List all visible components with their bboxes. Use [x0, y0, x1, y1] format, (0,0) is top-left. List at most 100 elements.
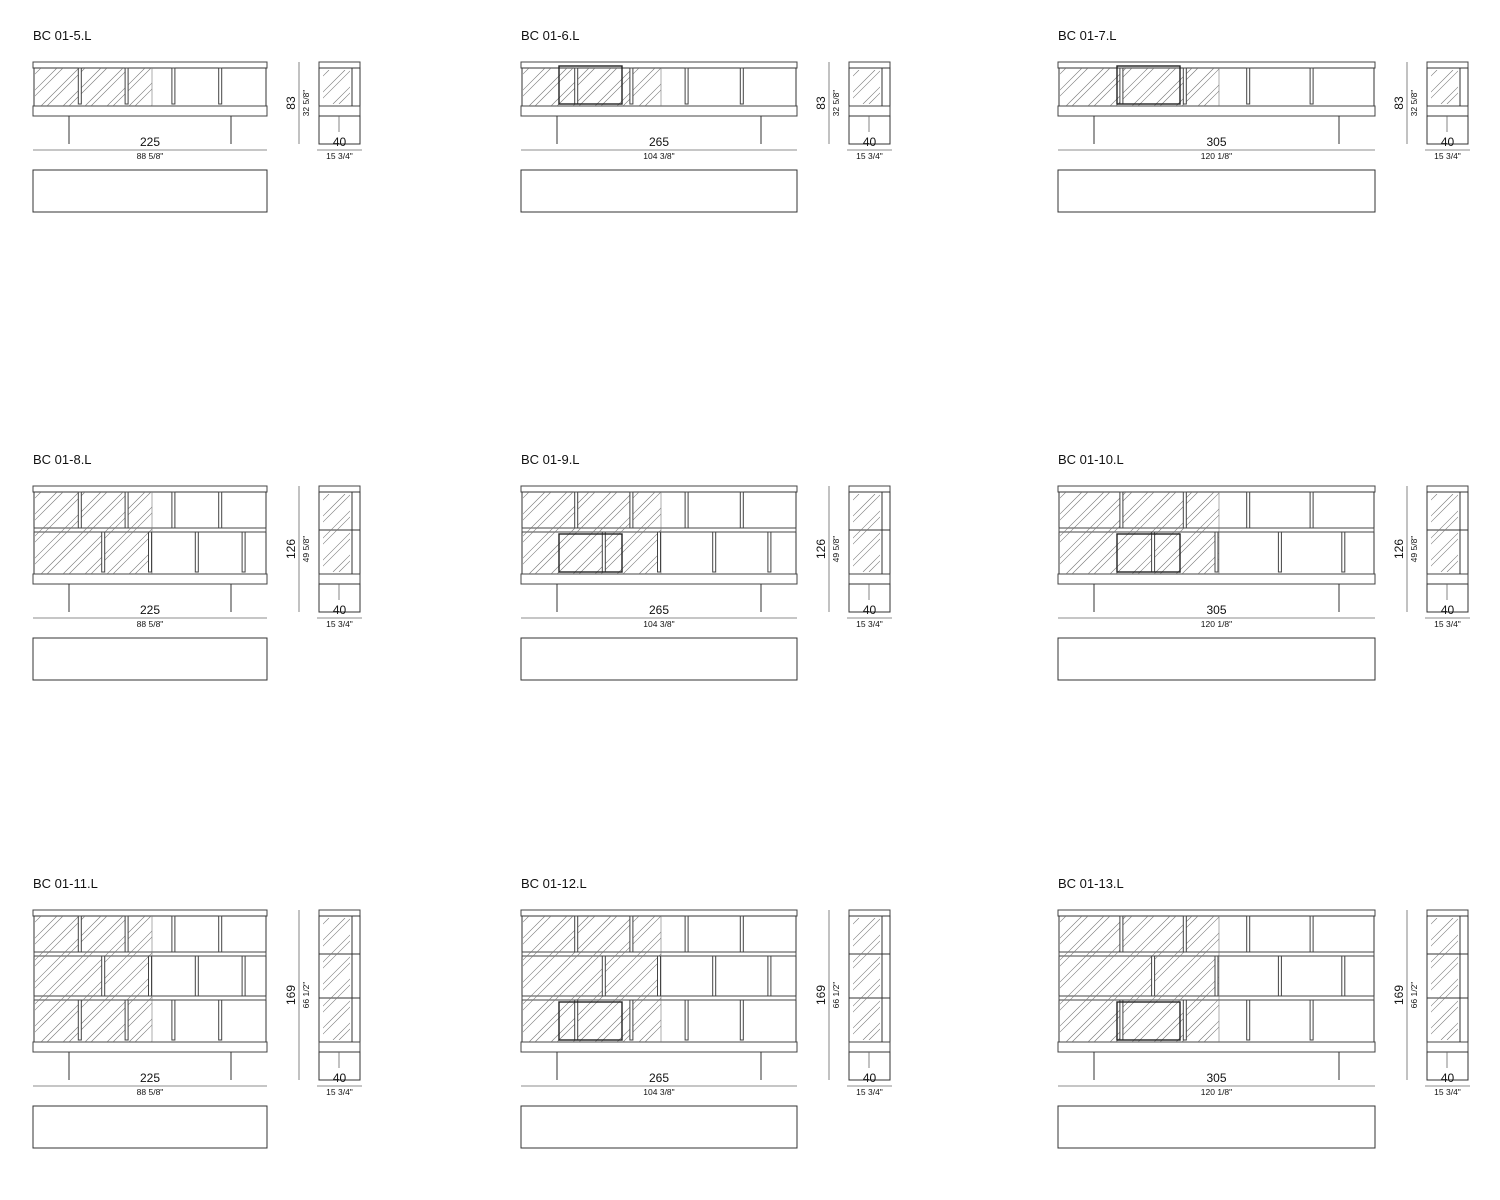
glass-line [578, 68, 618, 106]
glass-line [523, 916, 574, 967]
glass-line [323, 1006, 350, 1035]
model-label: BC 01-10.L [1058, 452, 1124, 467]
side-view [318, 485, 505, 613]
glass-line [1264, 916, 1390, 1042]
glass-line [35, 492, 36, 493]
glass-line [150, 1040, 152, 1042]
glass-line [128, 1018, 152, 1042]
width-cm: 305 [1206, 135, 1226, 149]
height-cm: 83 [814, 96, 828, 110]
top-slab [32, 61, 268, 69]
top-view [32, 169, 268, 213]
glass-line [1131, 954, 1219, 1042]
glass-line [1491, 918, 1500, 1040]
width-cm: 225 [140, 1071, 160, 1085]
glass-hatch [323, 494, 505, 572]
glass-line [40, 68, 80, 106]
glass-line [1226, 916, 1352, 1042]
glass-line [35, 916, 36, 917]
width-dimension: 225 88 5/8" [33, 1071, 267, 1097]
glass-line [128, 82, 152, 106]
glass-hatch [853, 918, 1117, 1040]
glass-line [853, 918, 876, 941]
divider [1277, 955, 1282, 997]
glass-line [383, 70, 417, 104]
side-body [848, 491, 891, 575]
glass-line [1431, 962, 1458, 991]
divider [124, 999, 129, 1041]
glass-hatch [35, 916, 393, 1042]
glass-line [35, 916, 102, 983]
glass-line [957, 494, 1035, 572]
glass-line [427, 494, 505, 572]
glass-line [1060, 916, 1133, 989]
glass-line [1181, 536, 1219, 574]
side-leg-box [318, 1051, 361, 1081]
base-slab [32, 1041, 268, 1053]
top-view [1057, 169, 1376, 213]
glass-line [1087, 916, 1215, 1042]
side-leg-box [318, 115, 361, 145]
glass-line [594, 507, 661, 574]
divider [601, 955, 606, 997]
glass-line [1181, 1004, 1219, 1042]
glass-line [1060, 916, 1177, 1033]
side-top [848, 909, 891, 917]
cabinet-body [1058, 67, 1375, 107]
door-frame [558, 65, 623, 105]
glass-line [399, 494, 477, 572]
side-view [848, 61, 891, 145]
side-top [848, 485, 891, 493]
glass-line [951, 494, 1029, 572]
glass-line [1060, 916, 1105, 961]
depth-in: 15 3/4" [1434, 151, 1461, 161]
height-in: 32 5/8" [1409, 90, 1419, 117]
glass-line [68, 958, 152, 1042]
depth-cm: 40 [333, 1071, 347, 1085]
side-base [848, 105, 891, 117]
glass-line [1431, 1006, 1458, 1035]
glass-line [90, 68, 130, 106]
width-in: 88 5/8" [137, 1087, 164, 1097]
divider [124, 915, 129, 953]
glass-line [853, 70, 880, 99]
glass-line [979, 918, 1101, 1040]
glass-line [1159, 982, 1219, 1042]
glass-line [1087, 492, 1171, 574]
glass-line [853, 918, 880, 947]
divider [218, 67, 223, 105]
door-frame [1116, 533, 1181, 573]
glass-line [239, 916, 365, 1042]
glass-line [616, 997, 661, 1042]
glass-line [683, 492, 765, 574]
glass-line [377, 494, 455, 572]
width-cm: 225 [140, 603, 160, 617]
width-in: 88 5/8" [137, 619, 164, 629]
divider [1119, 999, 1124, 1041]
glass-line [995, 918, 1117, 1040]
divider [1151, 531, 1156, 573]
glass-line [1264, 492, 1346, 574]
glass-line [550, 68, 590, 106]
glass-line [1060, 916, 1149, 1005]
width-cm: 305 [1206, 603, 1226, 617]
door-frame [558, 533, 623, 573]
glass-line [332, 1022, 350, 1040]
model-label: BC 01-5.L [33, 28, 92, 43]
glass-line [35, 492, 102, 559]
glass-line [405, 918, 527, 1040]
glass-line [267, 916, 393, 1042]
glass-line [1336, 916, 1462, 1042]
divider [629, 915, 634, 953]
divider [712, 955, 717, 997]
glass-line [35, 916, 152, 1033]
glass-line [1270, 916, 1396, 1042]
glass-line [261, 916, 387, 1042]
divider [574, 67, 579, 105]
